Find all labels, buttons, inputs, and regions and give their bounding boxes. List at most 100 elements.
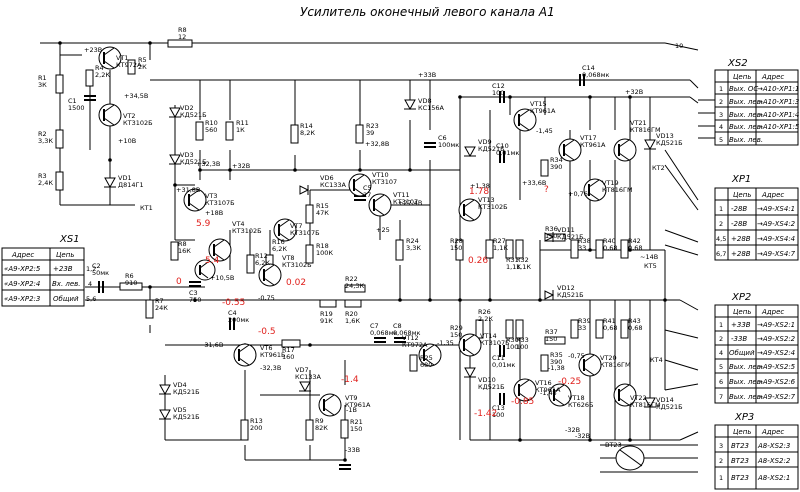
xp1-row1-addr: →А9-ХS4:1: [757, 205, 795, 213]
volt-neg32b: -32В: [565, 426, 580, 434]
xp3-row2-addr: А8-ХS2:2: [757, 457, 791, 465]
resistor-r13: [240, 419, 249, 441]
resistor-r23: [355, 124, 364, 144]
xp2-row1-addr: →А9-ХS2:1: [757, 321, 795, 329]
resistor-r6: [119, 282, 143, 291]
xp2-row6-addr: →А9-ХS2:7: [757, 393, 796, 401]
capacitor-c14: [579, 74, 585, 86]
xp1-row4-pin: 6,7: [716, 250, 726, 258]
xp3-row1-pin: 3: [719, 442, 723, 450]
xs2-row4-addr: →А10-ХР1:5: [757, 123, 800, 131]
xp3-row1-addr: А8-ХS2:3: [757, 442, 790, 450]
transistor-vt14: [458, 333, 482, 357]
xp3-row3-addr: А8-ХS2:1: [757, 474, 790, 482]
resistor-r20: [344, 299, 362, 308]
resistors: [55, 39, 629, 441]
transistor-vt18: [548, 383, 572, 407]
resistor-r7: [145, 299, 154, 319]
transistor-vt19: [583, 178, 607, 202]
xp3-row2-net: ВТ23: [731, 457, 749, 465]
capacitor-c11: [499, 345, 505, 357]
xp2-row1-pin: 1: [719, 321, 723, 329]
resistor-r40: [595, 239, 604, 259]
transistor-vt10: [348, 173, 372, 197]
xp2-row6-net: Вых. лев.: [729, 393, 763, 401]
measure-r25: 0.26: [468, 256, 488, 266]
xp1-row4-net: +28В: [731, 250, 751, 258]
transistor-vt1: [98, 46, 122, 70]
resistor-r26: [475, 319, 484, 339]
volt-vt16b: +33,6В: [522, 179, 546, 187]
xp2-head-net: Цепь: [733, 308, 751, 316]
xs2-row3-net: Вых. лев.: [729, 111, 763, 119]
xs1-title: XS1: [59, 234, 80, 245]
transistor-vt8: [258, 263, 282, 287]
xp2-row3-net: Общий: [729, 349, 755, 357]
resistor-r39: [570, 319, 579, 339]
resistor-r34: [540, 159, 549, 177]
xs2-row4-net: Вых. лев.: [729, 123, 763, 131]
measure-vt4b: 5.4: [205, 256, 220, 266]
volt-vt11: +25: [376, 226, 390, 234]
measure-vt5: -0.55: [222, 298, 245, 308]
transistor-vt20: [578, 353, 602, 377]
measurement-annotations: 5.9 5.4 0 -0.55 0.02 -0.5 -1.4 -1.42 -0.…: [176, 185, 581, 419]
capacitor-c3: [189, 281, 201, 287]
resistor-r42: [620, 239, 629, 259]
xp1-head-net: Цепь: [733, 191, 751, 199]
xs2-row5-net: Вых. лев.: [729, 136, 763, 144]
capacitor-c10: [499, 151, 505, 163]
xs2-row1-pin: 1: [719, 85, 723, 93]
capacitor-c13: [499, 393, 505, 405]
capacitor-c2: [98, 281, 104, 293]
resistor-r18: [305, 244, 314, 264]
transistor-vt13: [458, 198, 482, 222]
connector-xp3: XP3 Цепь Адрес 3 ВТ23 А8-ХS2:3 2 ВТ23 А8…: [714, 412, 799, 490]
diode-vd3: [169, 154, 181, 166]
diode-vd2: [169, 107, 181, 119]
xp2-head-addr: Адрес: [761, 308, 784, 316]
volt-vt4: +10,5В: [210, 274, 234, 282]
xp2-row3-addr: →А9-ХS2:4: [757, 349, 795, 357]
rail-neg33: -33В: [345, 446, 360, 454]
xs1-head-addr: Адрес: [11, 251, 34, 259]
measure-c4: -0.5: [258, 327, 276, 337]
xp2-row4-addr: →А9-ХS2:5: [757, 363, 796, 371]
measure-vt3: 5.9: [196, 219, 211, 229]
xs1-row2-pin: 4: [88, 280, 92, 288]
xp1-row2-pin: 2: [719, 220, 723, 228]
xp3-head-net: Цепь: [733, 428, 751, 436]
resistor-r12: [246, 254, 255, 274]
volt-kt5: КТ5: [644, 262, 657, 270]
transistor-vt12: [418, 343, 442, 367]
resistor-r33: [515, 319, 524, 339]
voltage-labels: +34,5В +10В +31,8В +18В +32В +32,3В +10,…: [118, 92, 665, 434]
